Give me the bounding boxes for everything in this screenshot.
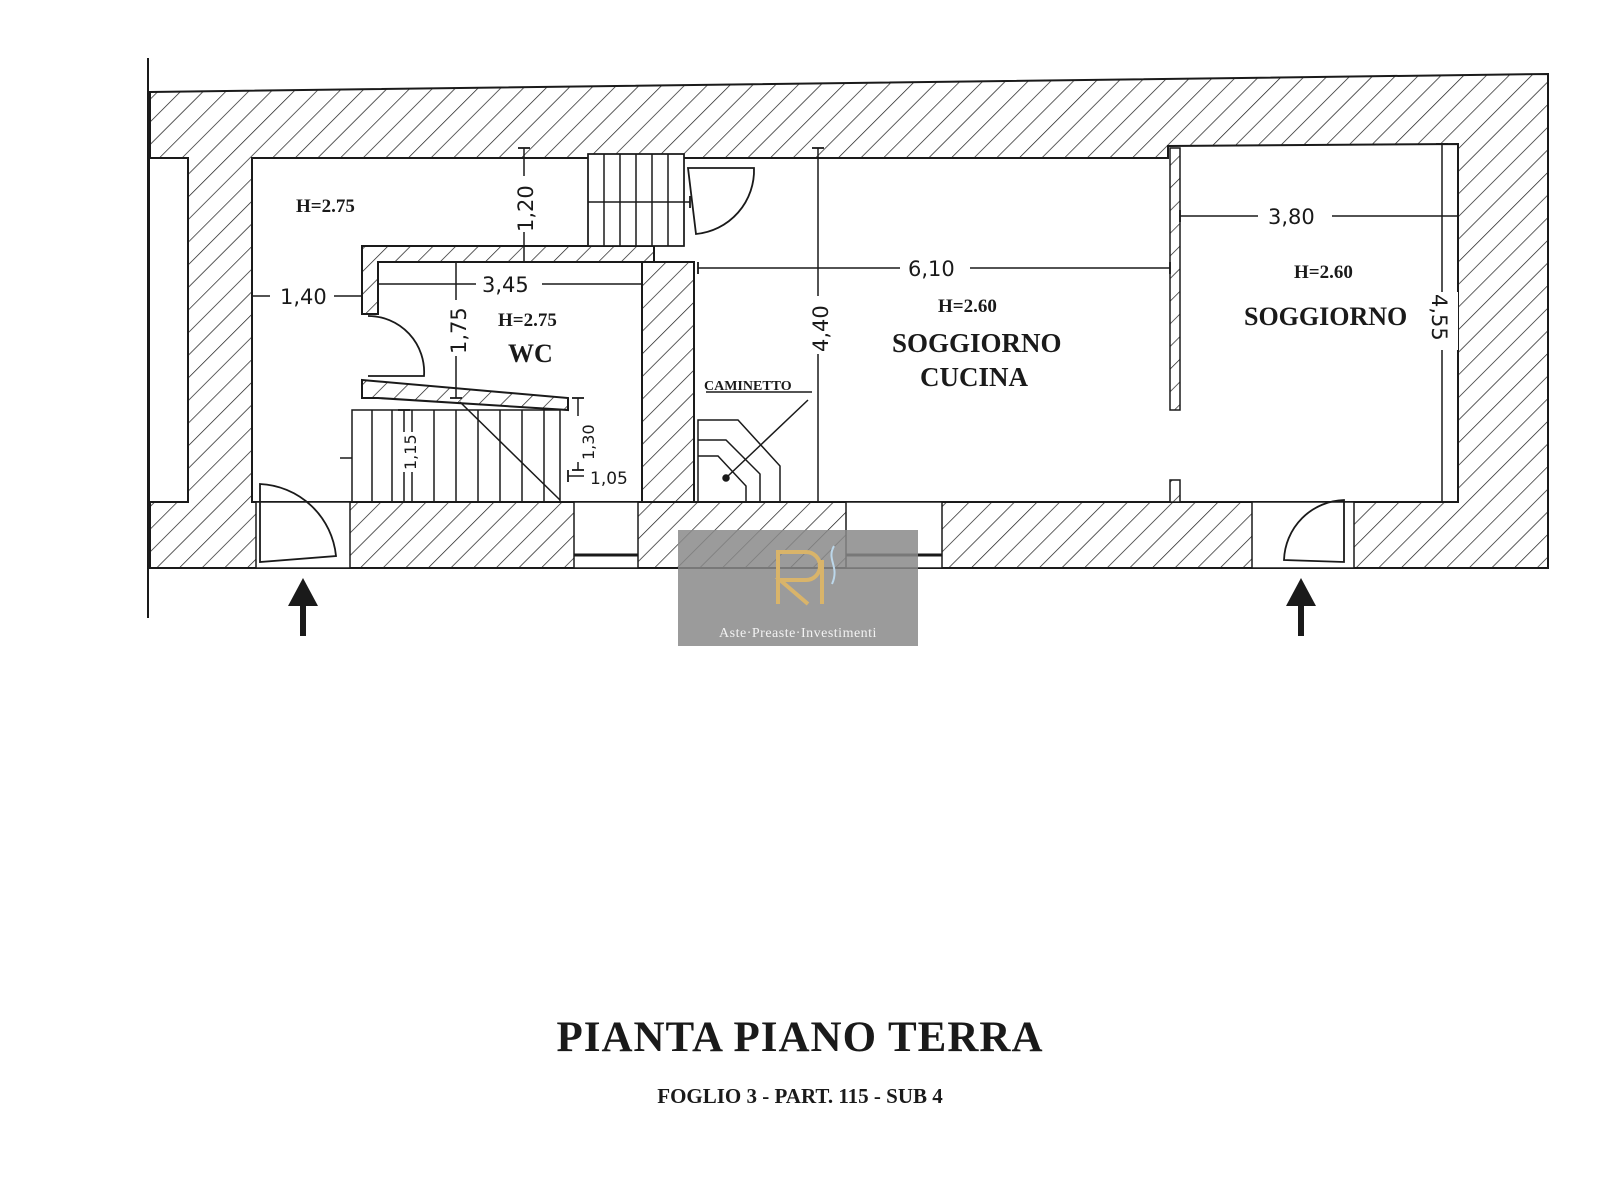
door-wc xyxy=(367,315,426,377)
door-left xyxy=(259,483,337,563)
soggiorno-name: SOGGIORNO xyxy=(1244,302,1407,331)
dim-1-30: 1,30 xyxy=(579,424,598,460)
caminetto-label: CAMINETTO xyxy=(704,379,792,394)
dim-3-45: 3,45 xyxy=(482,273,529,297)
watermark: Aste·Preaste·Investimenti xyxy=(678,530,918,646)
dimension-labels: 1,40 1,20 3,45 1,75 1,30 1,15 1,05 6,10 … xyxy=(270,176,1458,489)
cucina-name-2: CUCINA xyxy=(920,362,1029,392)
cucina-name-1: SOGGIORNO xyxy=(892,328,1062,358)
dim-1-75: 1,75 xyxy=(447,307,471,354)
watermark-logo xyxy=(774,545,836,606)
wc-name: WC xyxy=(508,339,553,368)
fireplace xyxy=(697,391,812,503)
stairs xyxy=(340,153,691,503)
entrance-arrows xyxy=(288,578,1316,636)
door-right xyxy=(1283,499,1345,563)
cucina-height: H=2.60 xyxy=(938,296,997,317)
dim-4-55: 4,55 xyxy=(1427,294,1451,341)
doors xyxy=(259,167,1345,563)
entrance-right-opening xyxy=(1251,501,1355,569)
soggiorno-height: H=2.60 xyxy=(1294,262,1353,283)
page-title: PIANTA PIANO TERRA xyxy=(556,1014,1044,1061)
page-subtitle: FOGLIO 3 - PART. 115 - SUB 4 xyxy=(657,1084,943,1108)
arrow-up-icon xyxy=(1286,578,1316,636)
door-top xyxy=(686,167,755,235)
dim-6-10: 6,10 xyxy=(908,257,955,281)
dim-1-05: 1,05 xyxy=(590,469,628,489)
partition-soggiorno xyxy=(1169,147,1181,411)
partition-soggiorno-stub xyxy=(1169,479,1181,503)
watermark-text: Aste·Preaste·Investimenti xyxy=(719,626,877,641)
arrow-up-icon xyxy=(288,578,318,636)
room-labels: H=2.75 H=2.75 WC H=2.60 SOGGIORNO CUCINA… xyxy=(296,196,1407,394)
left-wall-recess xyxy=(150,157,189,503)
watermark-box xyxy=(678,530,918,646)
wc-wall-low xyxy=(361,378,569,412)
dim-3-80: 3,80 xyxy=(1268,205,1315,229)
dim-4-40: 4,40 xyxy=(809,305,833,352)
partition-wall xyxy=(641,261,695,503)
ingresso-height: H=2.75 xyxy=(296,196,355,217)
window-1 xyxy=(573,501,639,569)
dim-1-40: 1,40 xyxy=(280,285,327,309)
wc-height: H=2.75 xyxy=(498,310,557,331)
dim-1-20: 1,20 xyxy=(514,185,538,232)
dim-1-15: 1,15 xyxy=(401,434,420,470)
